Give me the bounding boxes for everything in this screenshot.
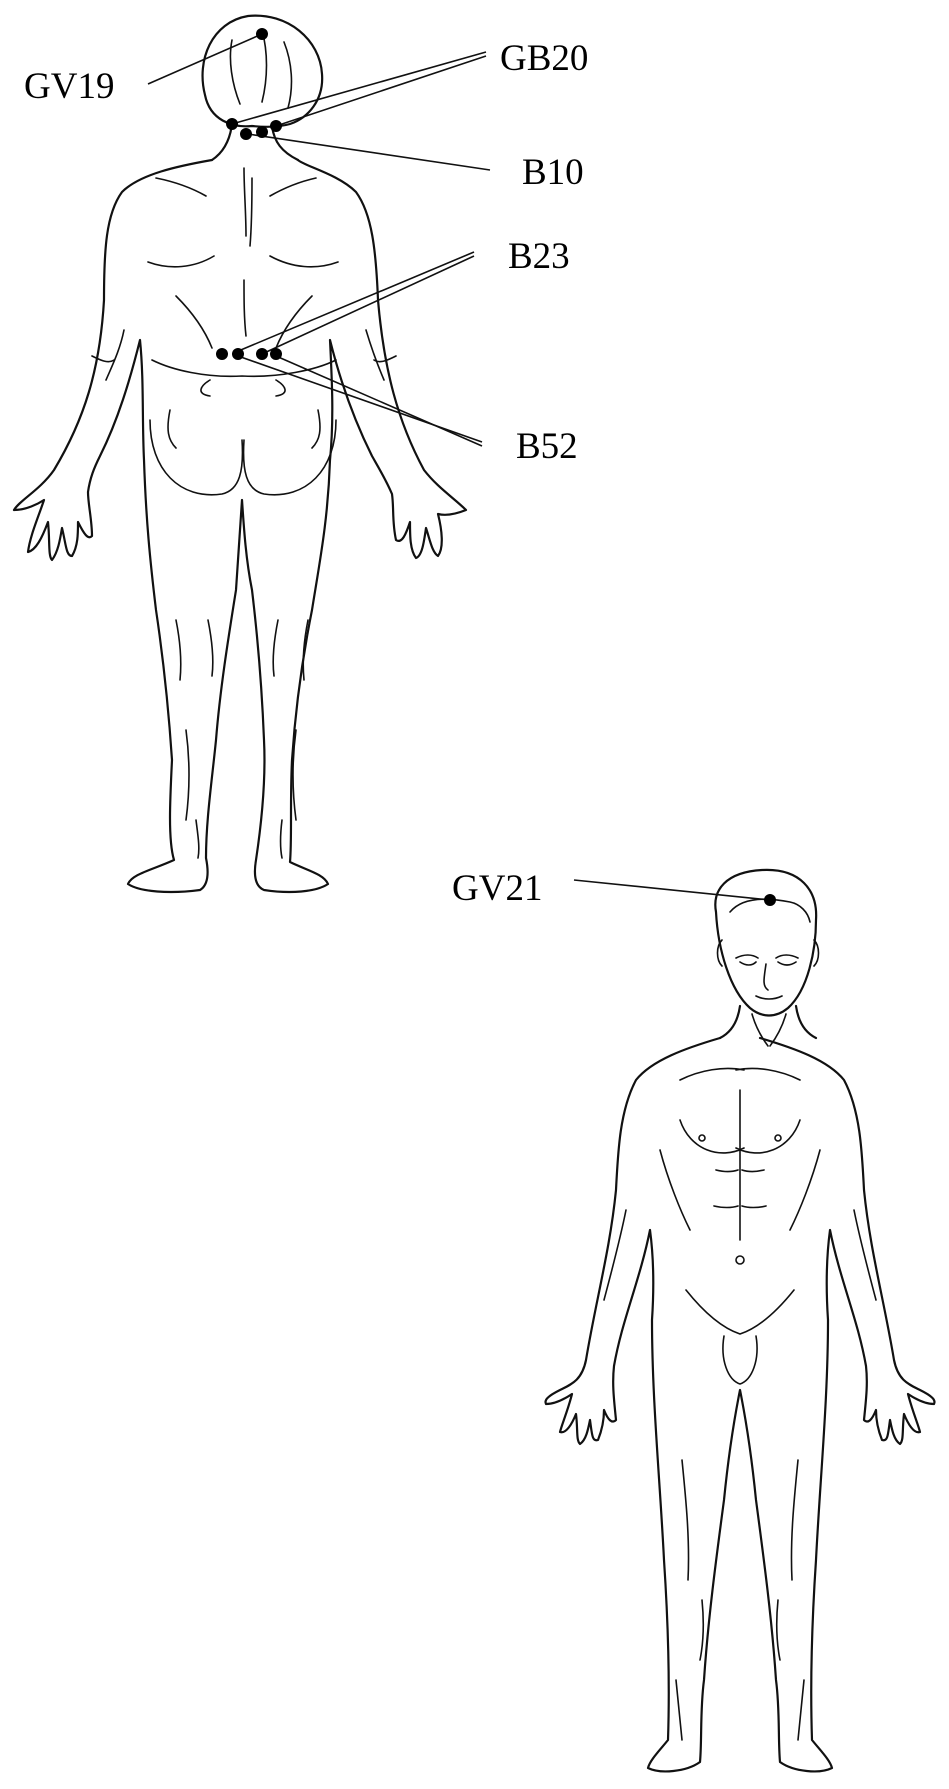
point-b10-right xyxy=(256,126,268,138)
label-gv21: GV21 xyxy=(452,868,542,909)
label-gv19: GV19 xyxy=(24,66,114,107)
leader-gv19 xyxy=(148,34,262,84)
label-b52: B52 xyxy=(516,426,578,467)
point-b52-right xyxy=(270,348,282,360)
point-b52-left xyxy=(216,348,228,360)
back-view-figure xyxy=(14,16,466,892)
front-view-figure xyxy=(546,870,935,1772)
point-gb20-right xyxy=(270,120,282,132)
leader-gv21 xyxy=(574,880,770,900)
leader-gb20-left xyxy=(232,52,486,124)
point-gb20-left xyxy=(226,118,238,130)
leader-b23-right xyxy=(262,256,474,354)
label-b10: B10 xyxy=(522,152,584,193)
point-b23-left xyxy=(232,348,244,360)
leader-b23-left xyxy=(236,252,474,352)
leader-gb20-right xyxy=(276,56,486,126)
label-b23: B23 xyxy=(508,236,570,277)
point-b23-right xyxy=(256,348,268,360)
label-gb20: GB20 xyxy=(500,38,588,79)
point-b10-left xyxy=(240,128,252,140)
acupoint-labels: GV19 GB20 B10 B23 B52 GV21 xyxy=(24,38,588,909)
acupoint-markers xyxy=(216,28,776,906)
point-gv19 xyxy=(256,28,268,40)
point-gv21 xyxy=(764,894,776,906)
